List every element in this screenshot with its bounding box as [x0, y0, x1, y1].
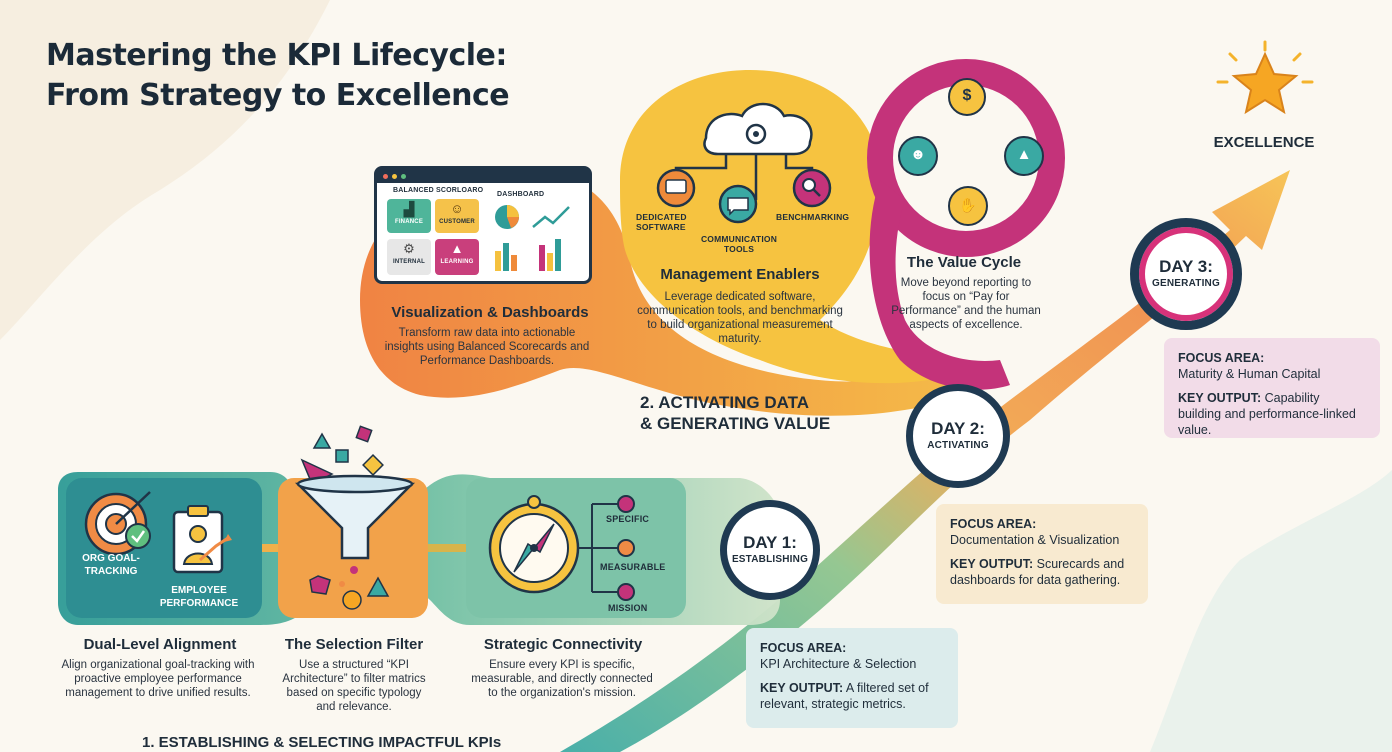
node-benchmarking: BENCHMARKING	[776, 212, 850, 222]
selection-heading: The Selection Filter	[284, 636, 424, 653]
value-cycle-desc: Move beyond reporting to focus on “Pay f…	[891, 277, 1041, 331]
star-icon	[1216, 40, 1314, 115]
chart-up-icon: ▟	[403, 201, 415, 217]
visualization-heading: Visualization & Dashboards	[391, 304, 589, 321]
people-icon: ☻	[898, 136, 938, 176]
excellence-goal	[1210, 40, 1320, 130]
tile-finance: ▟ FINANCE	[387, 199, 431, 233]
handshake-icon: ✋	[948, 186, 988, 226]
page-title: Mastering the KPI Lifecycle: From Strate…	[46, 36, 606, 116]
tile-learning: ▲ LEARNING	[435, 239, 479, 275]
visualization-desc: Transform raw data into actionable insig…	[384, 327, 590, 367]
day-1-stage: ESTABLISHING	[731, 554, 809, 565]
day-3-focus-label: FOCUS AREA:	[1178, 351, 1265, 365]
graduation-cap-icon: ▲	[450, 241, 464, 256]
day-2-marker: DAY 2: ACTIVATING	[906, 384, 1010, 488]
day-1-output-value: A filtered set of relevant, strategic me…	[760, 681, 929, 711]
window-dot-icon	[392, 173, 397, 179]
scorecard-title: BALANCED SCORLOARO	[393, 187, 484, 194]
gear-icon: ⚙	[403, 241, 415, 256]
day-1-focus-label: FOCUS AREA:	[760, 641, 847, 655]
day-3-focus-value: Maturity & Human Capital	[1178, 367, 1321, 381]
window-dot-icon	[401, 173, 406, 179]
org-goal-tracking-label: ORG GOAL-TRACKING	[82, 553, 140, 577]
node-software: DEDICATED SOFTWARE	[636, 212, 687, 232]
node-communication: COMMUNICATION TOOLS	[700, 234, 778, 254]
day-1-marker: DAY 1: ESTABLISHING	[720, 500, 820, 600]
enablers-heading: Management Enablers	[660, 266, 820, 283]
day-1-focus-box: FOCUS AREA: KPI Architecture & Selection…	[746, 628, 958, 728]
connectivity-desc: Ensure every KPI is specific, measurable…	[471, 659, 653, 699]
tile-customer: ☺ CUSTOMER	[435, 199, 479, 233]
title-line-1: Mastering the KPI Lifecycle:	[46, 38, 507, 73]
item-measurable: MEASURABLE	[600, 562, 666, 572]
day-2-focus-label: FOCUS AREA:	[950, 517, 1037, 531]
day-2-title: DAY 2:	[931, 419, 985, 438]
enablers-desc: Leverage dedicated software, communicati…	[637, 291, 843, 345]
phase-2-label-line-1: 2. ACTIVATING DATA	[640, 393, 810, 412]
window-dot-icon	[383, 173, 388, 179]
day-2-focus-value: Documentation & Visualization	[950, 533, 1120, 547]
dashboard-charts-icon	[495, 205, 570, 271]
growth-icon: ▲	[1004, 136, 1044, 176]
excellence-label: EXCELLENCE	[1213, 134, 1315, 151]
dollar-icon: $	[948, 78, 986, 116]
funnel-icon	[294, 425, 416, 610]
day-3-marker: DAY 3: GENERATING	[1130, 218, 1242, 330]
connectivity-heading: Strategic Connectivity	[483, 636, 643, 653]
day-1-focus-value: KPI Architecture & Selection	[760, 657, 917, 671]
item-mission: MISSION	[608, 603, 648, 613]
day-3-output-label: KEY OUTPUT:	[1178, 391, 1262, 405]
employee-performance-label: EMPLOYEE PERFORMANCE	[159, 585, 239, 609]
day-2-output-value: Scurecards and dashboards for data gathe…	[950, 557, 1125, 587]
phase-2-label: 2. ACTIVATING DATA & GENERATING VALUE	[640, 392, 860, 434]
day-2-stage: ACTIVATING	[927, 440, 989, 451]
day-3-stage: GENERATING	[1152, 278, 1220, 289]
value-cycle-heading: The Value Cycle	[906, 254, 1022, 271]
alignment-heading: Dual-Level Alignment	[83, 636, 237, 653]
phase-2-label-line-2: & GENERATING VALUE	[640, 414, 831, 433]
compass-icon	[488, 495, 635, 601]
dashboard-window: BALANCED SCORLOARO DASHBOARD ▟ FINANCE ☺…	[374, 166, 592, 284]
day-2-focus-box: FOCUS AREA: Documentation & Visualizatio…	[936, 504, 1148, 604]
title-line-2: From Strategy to Excellence	[46, 78, 510, 113]
tile-internal: ⚙ INTERNAL	[387, 239, 431, 275]
day-3-title: DAY 3:	[1159, 257, 1213, 276]
day-1-output-label: KEY OUTPUT:	[760, 681, 844, 695]
day-3-focus-box: FOCUS AREA: Maturity & Human Capital KEY…	[1164, 338, 1380, 438]
day-2-output-label: KEY OUTPUT:	[950, 557, 1034, 571]
alignment-desc: Align organizational goal-tracking with …	[61, 659, 255, 699]
day-1-title: DAY 1:	[743, 533, 797, 552]
phase-1-label: 1. ESTABLISHING & SELECTING IMPACTFUL KP…	[142, 734, 502, 751]
selection-desc: Use a structured “KPI Architecture” to f…	[282, 659, 426, 713]
dashboard-title: DASHBOARD	[497, 191, 545, 198]
enablers-network	[656, 102, 832, 224]
person-icon: ☺	[450, 201, 464, 216]
target-and-clipboard-icon	[84, 491, 232, 574]
item-specific: SPECIFIC	[606, 514, 650, 524]
window-titlebar	[377, 169, 589, 183]
day-3-output-value: Capability building and performance-link…	[1178, 391, 1356, 437]
